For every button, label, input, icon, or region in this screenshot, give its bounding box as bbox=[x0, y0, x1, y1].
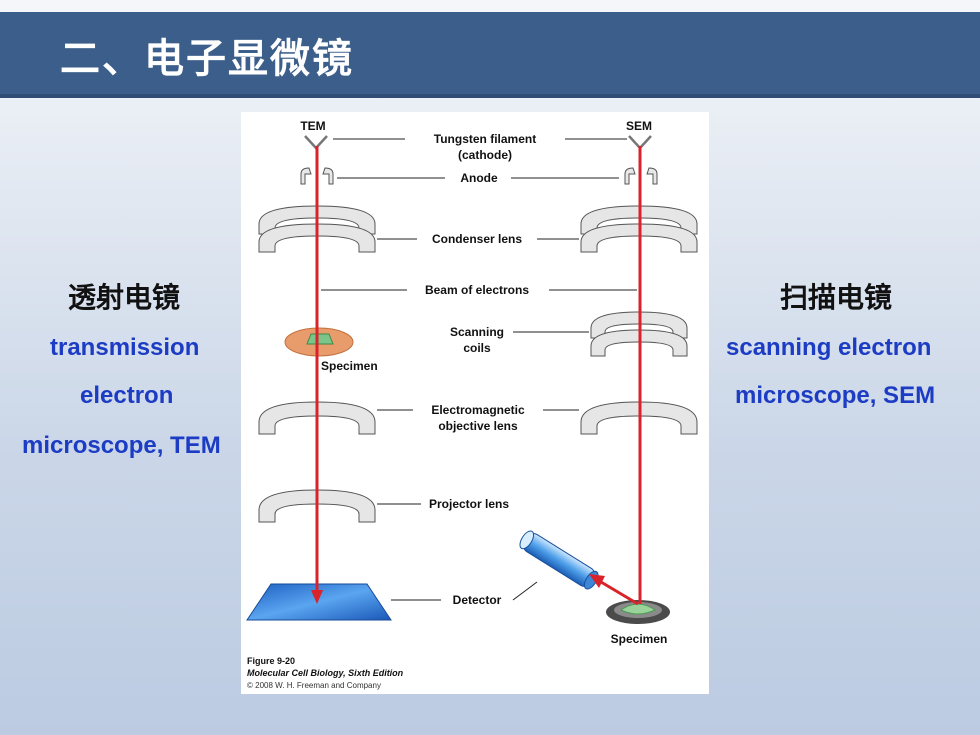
tem-specimen-label: Specimen bbox=[321, 359, 378, 373]
sem-line-2: microscope, SEM bbox=[735, 382, 936, 409]
tem-line-3: microscope, TEM bbox=[22, 432, 221, 459]
sem-heading-zh: 扫描电镜 bbox=[780, 281, 893, 314]
tem-column-label: TEM bbox=[300, 119, 325, 133]
beam-label: Beam of electrons bbox=[425, 283, 529, 297]
objective-label-2: objective lens bbox=[438, 419, 518, 433]
tem-objective-lens bbox=[258, 401, 376, 435]
objective-label-1: Electromagnetic bbox=[431, 403, 525, 417]
sem-scanning-coils bbox=[590, 311, 688, 357]
sem-column-label: SEM bbox=[626, 119, 652, 133]
filament-label: Tungsten filament bbox=[434, 132, 536, 146]
scanning-label-2: coils bbox=[463, 341, 491, 355]
tem-line-2: electron bbox=[80, 382, 174, 409]
tem-detector-screen bbox=[246, 583, 392, 621]
top-strip bbox=[0, 0, 980, 12]
sem-condenser-lens bbox=[580, 205, 698, 253]
condenser-label: Condenser lens bbox=[432, 232, 522, 246]
sem-specimen-icon bbox=[606, 600, 670, 624]
tem-anode-icon bbox=[300, 167, 334, 185]
sem-line-1: scanning electron bbox=[726, 334, 932, 361]
sem-secondary-arrowhead bbox=[589, 574, 605, 588]
microscope-diagram: TEM SEM Specimen bbox=[246, 119, 698, 690]
sem-anode-icon bbox=[624, 167, 658, 185]
anode-label: Anode bbox=[460, 171, 498, 185]
caption-figure: Figure 9-20 bbox=[247, 656, 295, 666]
tem-specimen-icon bbox=[284, 327, 354, 357]
tem-heading-zh: 透射电镜 bbox=[68, 281, 181, 314]
cathode-label: (cathode) bbox=[458, 148, 512, 162]
sem-specimen-label: Specimen bbox=[611, 632, 668, 646]
sem-detector-tube bbox=[519, 530, 599, 590]
detector-label: Detector bbox=[453, 593, 502, 607]
tem-projector-lens bbox=[258, 489, 376, 523]
tem-line-1: transmission bbox=[50, 334, 200, 361]
projector-label: Projector lens bbox=[429, 497, 509, 511]
tem-condenser-lens bbox=[258, 205, 376, 253]
title-bar: 二、电子显微镜 bbox=[0, 12, 980, 98]
sem-secondary-electron-path bbox=[600, 580, 639, 606]
microscope-figure: TEM SEM Specimen bbox=[241, 112, 709, 694]
tem-beam-arrowhead bbox=[311, 590, 323, 604]
caption-copyright: © 2008 W. H. Freeman and Company bbox=[247, 681, 381, 690]
scanning-label-1: Scanning bbox=[450, 325, 504, 339]
caption-book: Molecular Cell Biology, Sixth Edition bbox=[247, 668, 404, 678]
slide-title: 二、电子显微镜 bbox=[60, 36, 354, 82]
sem-objective-lens bbox=[580, 401, 698, 435]
